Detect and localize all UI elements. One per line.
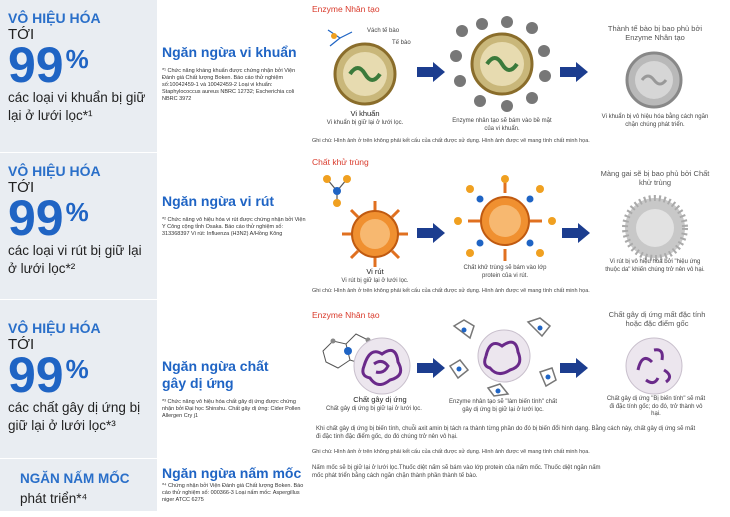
section-mold: NGĂN NẤM MỐC phát triển*⁴ Ngăn ngừa nấm … [0,459,730,511]
stage3-caption: Chất gây dị ứng "Bị biến tính" sẽ mất đi… [606,396,706,417]
section-heading: VÔ HIỆU HÓA [8,320,101,336]
left-panel: VÔ HIỆU HÓA TỚI 99% các chất gây dị ứng … [0,300,157,458]
stage1-name: Chất gây dị ứng [353,395,407,404]
arrow-icon [417,223,445,243]
percent-sign: % [65,197,89,227]
divider [0,458,730,459]
inactivated-virus-icon [622,195,688,261]
middle-panel: Ngăn ngừa chất gây dị ứng *³ Chức năng v… [162,300,307,516]
cell-label: Tế bào [392,40,411,46]
divider [0,152,730,153]
toi-label: TỚI [8,26,35,43]
stage1-caption: Chất gây dị ứng bị giữ lại ở lưới lọc. [326,406,422,412]
enzyme-coated-bacteria-icon [450,16,551,112]
stage2-caption: Enzyme nhân tạo sẽ "làm biến tính" chất … [449,399,557,413]
right-panel: Chất khử trùng Vi rút Vi rút bị giữ lại … [312,153,730,299]
section-desc: các loại vi rút bị giữ lại ở lưới lọc*² [8,243,142,276]
disinfectant-coated-virus-icon [454,175,556,261]
percentage: 99% [8,190,157,246]
arrow-icon [417,62,445,82]
certification-note: *⁴ Chứng nhận bởi Viện Đánh giá Chất lượ… [162,483,304,503]
stage3-caption: Vi khuẩn bị vô hiệu hóa bằng cách ngăn c… [601,114,709,128]
percent-sign: % [65,354,89,384]
footnote: Ghi chú: Hình ảnh ở trên không phải kết … [312,449,590,455]
right-panel: Enzyme Nhân tạo Vách tế bào Tế bào Vi kh… [312,0,730,152]
big-number: 99 [8,190,64,246]
arrow-icon [562,223,590,243]
middle-panel: Ngăn ngừa vi khuẩn *¹ Chức năng kháng kh… [162,0,307,196]
section-allergen: VÔ HIỆU HÓA TỚI 99% các chất gây dị ứng … [0,300,730,458]
arrow-icon [417,358,445,378]
section-desc: phát triển*⁴ [20,491,88,506]
stage3-title: Thành tế bào bị bao phủ bởi Enzyme Nhân … [607,24,703,42]
big-number: 99 [8,37,64,93]
right-panel: Enzyme Nhân tạo Chất gây dị ứng Chất gây… [312,300,730,458]
footnote: Ghi chú: Hình ảnh ở trên không phải kết … [312,138,590,144]
toi-label: TỚI [8,179,35,196]
toi-label: TỚI [8,336,35,353]
section-title: Ngăn ngừa vi rút [162,193,275,209]
section-title: Ngăn ngừa vi khuẩn [162,44,297,60]
stage3-title: Màng gai sẽ bị bao phủ bởi Chất khử trùn… [600,169,710,187]
certification-note: *² Chức năng vô hiệu hóa vi rút được chứ… [162,217,306,237]
section-heading: NGĂN NẤM MỐC [20,471,130,486]
stage3-caption: Vi rút bị vô hiệu hóa bởi "hiệu ứng thuộ… [605,259,705,273]
section-heading: VÔ HIỆU HÓA [8,163,101,179]
agent-label: Enzyme Nhân tạo [312,310,380,320]
percentage: 99% [8,347,157,403]
certification-note: *¹ Chức năng kháng khuẩn được chứng nhận… [162,68,296,102]
arrow-icon [560,358,588,378]
stage1-name: Vi khuẩn [350,109,380,118]
left-panel: VÔ HIỆU HÓA TỚI 99% các loại vi rút bị g… [0,153,157,299]
agent-label: Chất khử trùng [312,157,369,167]
arrow-icon [560,62,588,82]
agent-label: Enzyme Nhân tạo [312,4,380,14]
certification-note: *³ Chức năng vô hiệu hóa chất gây dị ứng… [162,399,301,419]
section-virus: VÔ HIỆU HÓA TỚI 99% các loại vi rút bị g… [0,153,730,299]
section-heading: VÔ HIỆU HÓA [8,10,101,26]
mold-description: Nấm mốc sẽ bị giữ lại ở lưới lọc.Thuốc d… [312,465,601,479]
virus-icon [342,201,408,267]
allergen-icon [353,337,411,395]
left-panel: NGĂN NẤM MỐC phát triển*⁴ [0,459,157,511]
section-title: Ngăn ngừa nấm mốc [162,465,302,481]
stage1-name: Vi rút [366,267,384,276]
stage2-caption: Enzyme nhân tạo sẽ bám vào bề mặt của vi… [452,118,552,132]
disinfectant-molecule-icon [323,175,351,207]
footnote: Ghi chú: Hình ảnh ở trên không phải kết … [312,288,590,294]
section-desc: các chất gây dị ứng bị giữ lại ở lưới lọ… [8,400,141,433]
inactivated-bacteria-icon [625,51,683,109]
percent-sign: % [65,44,89,74]
section-desc: các loại vi khuẩn bị giữ lại ở lưới lọc*… [8,90,146,123]
section-bacteria: VÔ HIỆU HÓA TỚI 99% các loại vi khuẩn bị… [0,0,730,152]
denatured-allergen-icon [625,337,683,395]
middle-panel: Ngăn ngừa nấm mốc *⁴ Chứng nhận bởi Viện… [162,459,307,517]
stage1-caption: Vi rút bị giữ lại ở lưới lọc. [341,278,409,284]
left-panel: VÔ HIỆU HÓA TỚI 99% các loại vi khuẩn bị… [0,0,157,152]
middle-panel: Ngăn ngừa vi rút *² Chức năng vô hiệu hó… [162,153,307,339]
big-number: 99 [8,347,64,403]
divider [0,299,730,300]
stage2-caption: Chất khử trùng sẽ bám vào lớp protein củ… [463,265,547,279]
right-panel: Nấm mốc sẽ bị giữ lại ở lưới lọc.Thuốc d… [312,459,730,511]
denaturation-note: Khi chất gây dị ứng bị biến tính, chuỗi … [316,426,696,440]
percentage: 99% [8,37,157,93]
section-title: Ngăn ngừa chất gây dị ứng [162,358,269,391]
bacteria-icon [327,29,397,106]
stage1-caption: Vi khuẩn bị giữ lại ở lưới lọc. [326,120,404,126]
enzyme-denaturing-allergen-icon [448,317,557,397]
stage3-title: Chất gây dị ứng mất đặc tính hoặc đặc đi… [608,310,706,328]
cell-wall-label: Vách tế bào [367,28,400,34]
